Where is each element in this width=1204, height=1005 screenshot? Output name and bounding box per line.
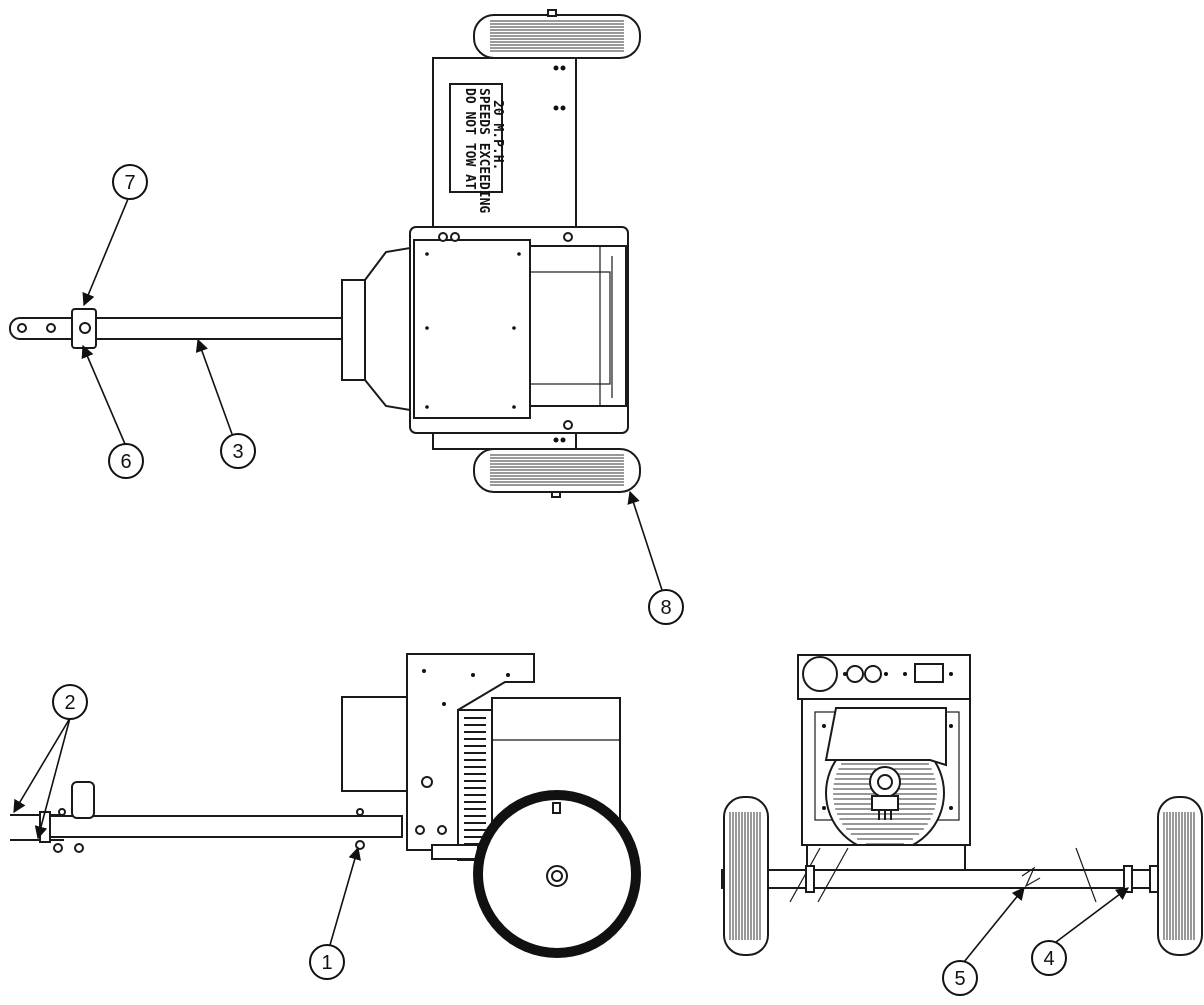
- side-view: [10, 653, 641, 958]
- callout-7: 7: [112, 164, 148, 200]
- decal-box: [449, 83, 503, 193]
- top-view: DO NOT TOW AT SPEEDS EXCEEDING 20 M.P.H.: [9, 9, 641, 498]
- svg-text:4: 4: [1043, 948, 1054, 970]
- hitch-jack-side: [71, 781, 95, 819]
- callout-6: 6: [108, 443, 144, 479]
- front-view: [721, 654, 1203, 956]
- axle-front: [721, 869, 1163, 889]
- decal-line-3: 20 M.P.H.: [490, 100, 505, 170]
- side-wheel: [473, 790, 641, 958]
- engine-shroud-top: [341, 246, 411, 412]
- decal-line-2: SPEEDS EXCEEDING: [476, 88, 491, 213]
- callout-2: 2: [52, 684, 88, 720]
- svg-text:1: 1: [321, 952, 332, 974]
- decal-line-1: DO NOT TOW AT: [462, 88, 477, 190]
- generator-top: [409, 226, 629, 450]
- svg-text:3: 3: [232, 441, 243, 463]
- callout-5: 5: [942, 960, 978, 996]
- svg-text:7: 7: [124, 172, 135, 194]
- svg-text:2: 2: [64, 692, 75, 714]
- callout-1: 1: [309, 944, 345, 980]
- tow-warning-decal: DO NOT TOW AT SPEEDS EXCEEDING 20 M.P.H.: [462, 88, 505, 213]
- leaders: [13, 198, 1130, 963]
- engine-block-side: [341, 696, 409, 792]
- drawbar-side: [45, 815, 403, 838]
- top-wheel-lower: [473, 448, 641, 498]
- svg-text:6: 6: [120, 451, 131, 473]
- svg-text:8: 8: [660, 597, 671, 619]
- front-wheel-right: [1157, 796, 1203, 956]
- panel-bracket-side: [406, 653, 535, 851]
- callout-3: 3: [220, 433, 256, 469]
- callout-4: 4: [1031, 940, 1067, 976]
- callout-8: 8: [648, 589, 684, 625]
- front-wheel-left: [723, 796, 769, 956]
- top-wheel-upper: [473, 9, 641, 59]
- drawbar-top: [9, 308, 343, 349]
- svg-text:5: 5: [954, 968, 965, 990]
